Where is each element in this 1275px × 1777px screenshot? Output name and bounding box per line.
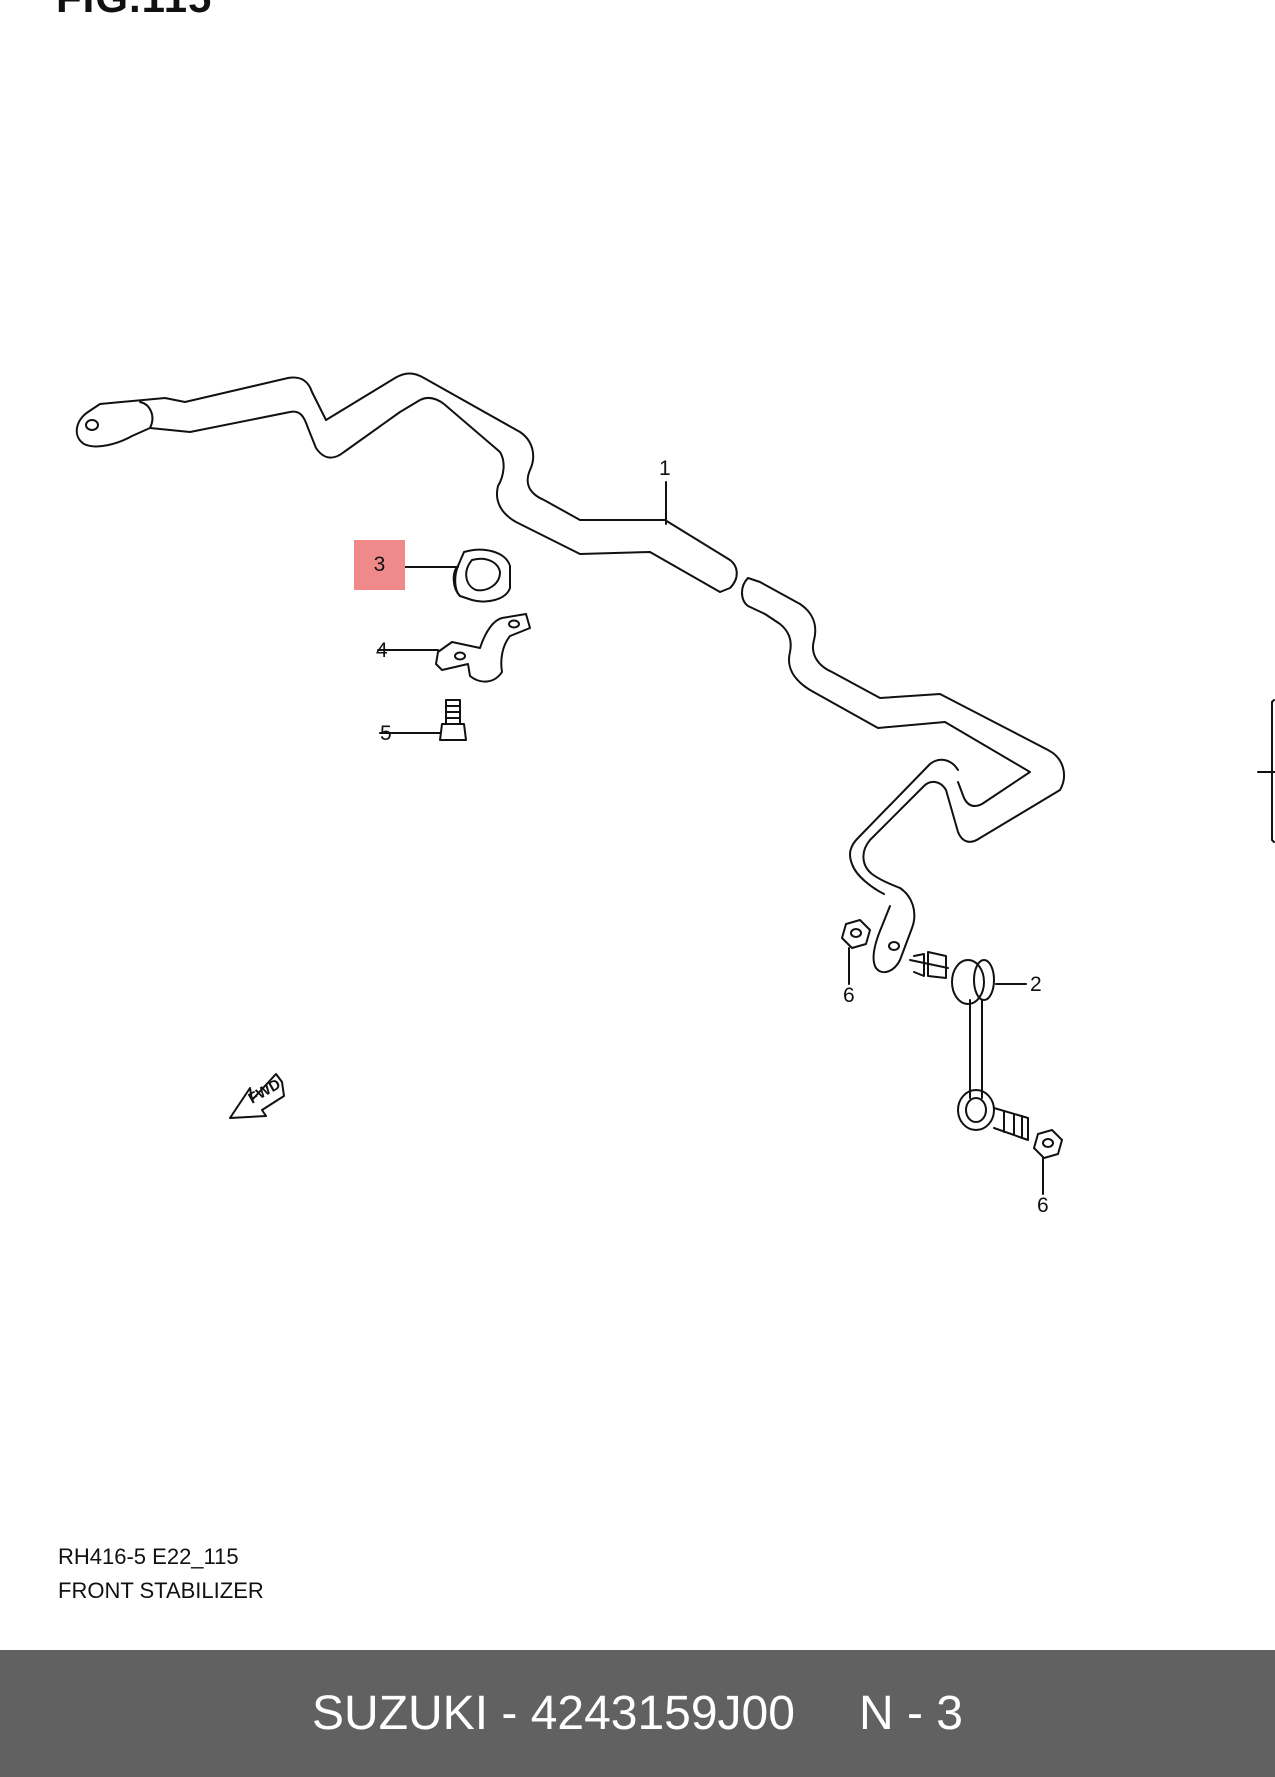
parts-diagram: FIG.115 (56, 0, 1275, 1603)
part-label-5: 5 (380, 722, 392, 745)
part-footer: SUZUKI - 4243159J00 N - 3 (0, 1650, 1275, 1777)
part-label-6-upper: 6 (843, 984, 855, 1007)
part-label-4: 4 (376, 639, 388, 662)
quantity-label: N - 3 (858, 1687, 963, 1740)
brand-part-number: SUZUKI - 4243159J00 (312, 1687, 795, 1740)
nut-upper (841, 919, 871, 985)
bracket-part (377, 613, 531, 683)
part-label-3[interactable]: 3 (373, 553, 386, 576)
part-label-6-lower: 6 (1037, 1194, 1049, 1217)
bushing-part (404, 548, 511, 603)
fwd-arrow-icon: FWD (229, 1073, 285, 1119)
figure-title: FIG.115 (56, 0, 212, 22)
part-label-2: 2 (1030, 973, 1042, 996)
bolt-part (379, 699, 467, 741)
nut-lower (1033, 1129, 1063, 1195)
stabilizer-drawing: FWD (75, 372, 1275, 1195)
highlight-box (354, 540, 405, 590)
diagram-name: FRONT STABILIZER (58, 1578, 264, 1603)
stabilizer-bar (75, 372, 1065, 974)
stabilizer-link-part (909, 951, 1029, 1141)
diagram-code: RH416-5 E22_115 (58, 1544, 239, 1569)
part-label-1: 1 (659, 457, 671, 480)
